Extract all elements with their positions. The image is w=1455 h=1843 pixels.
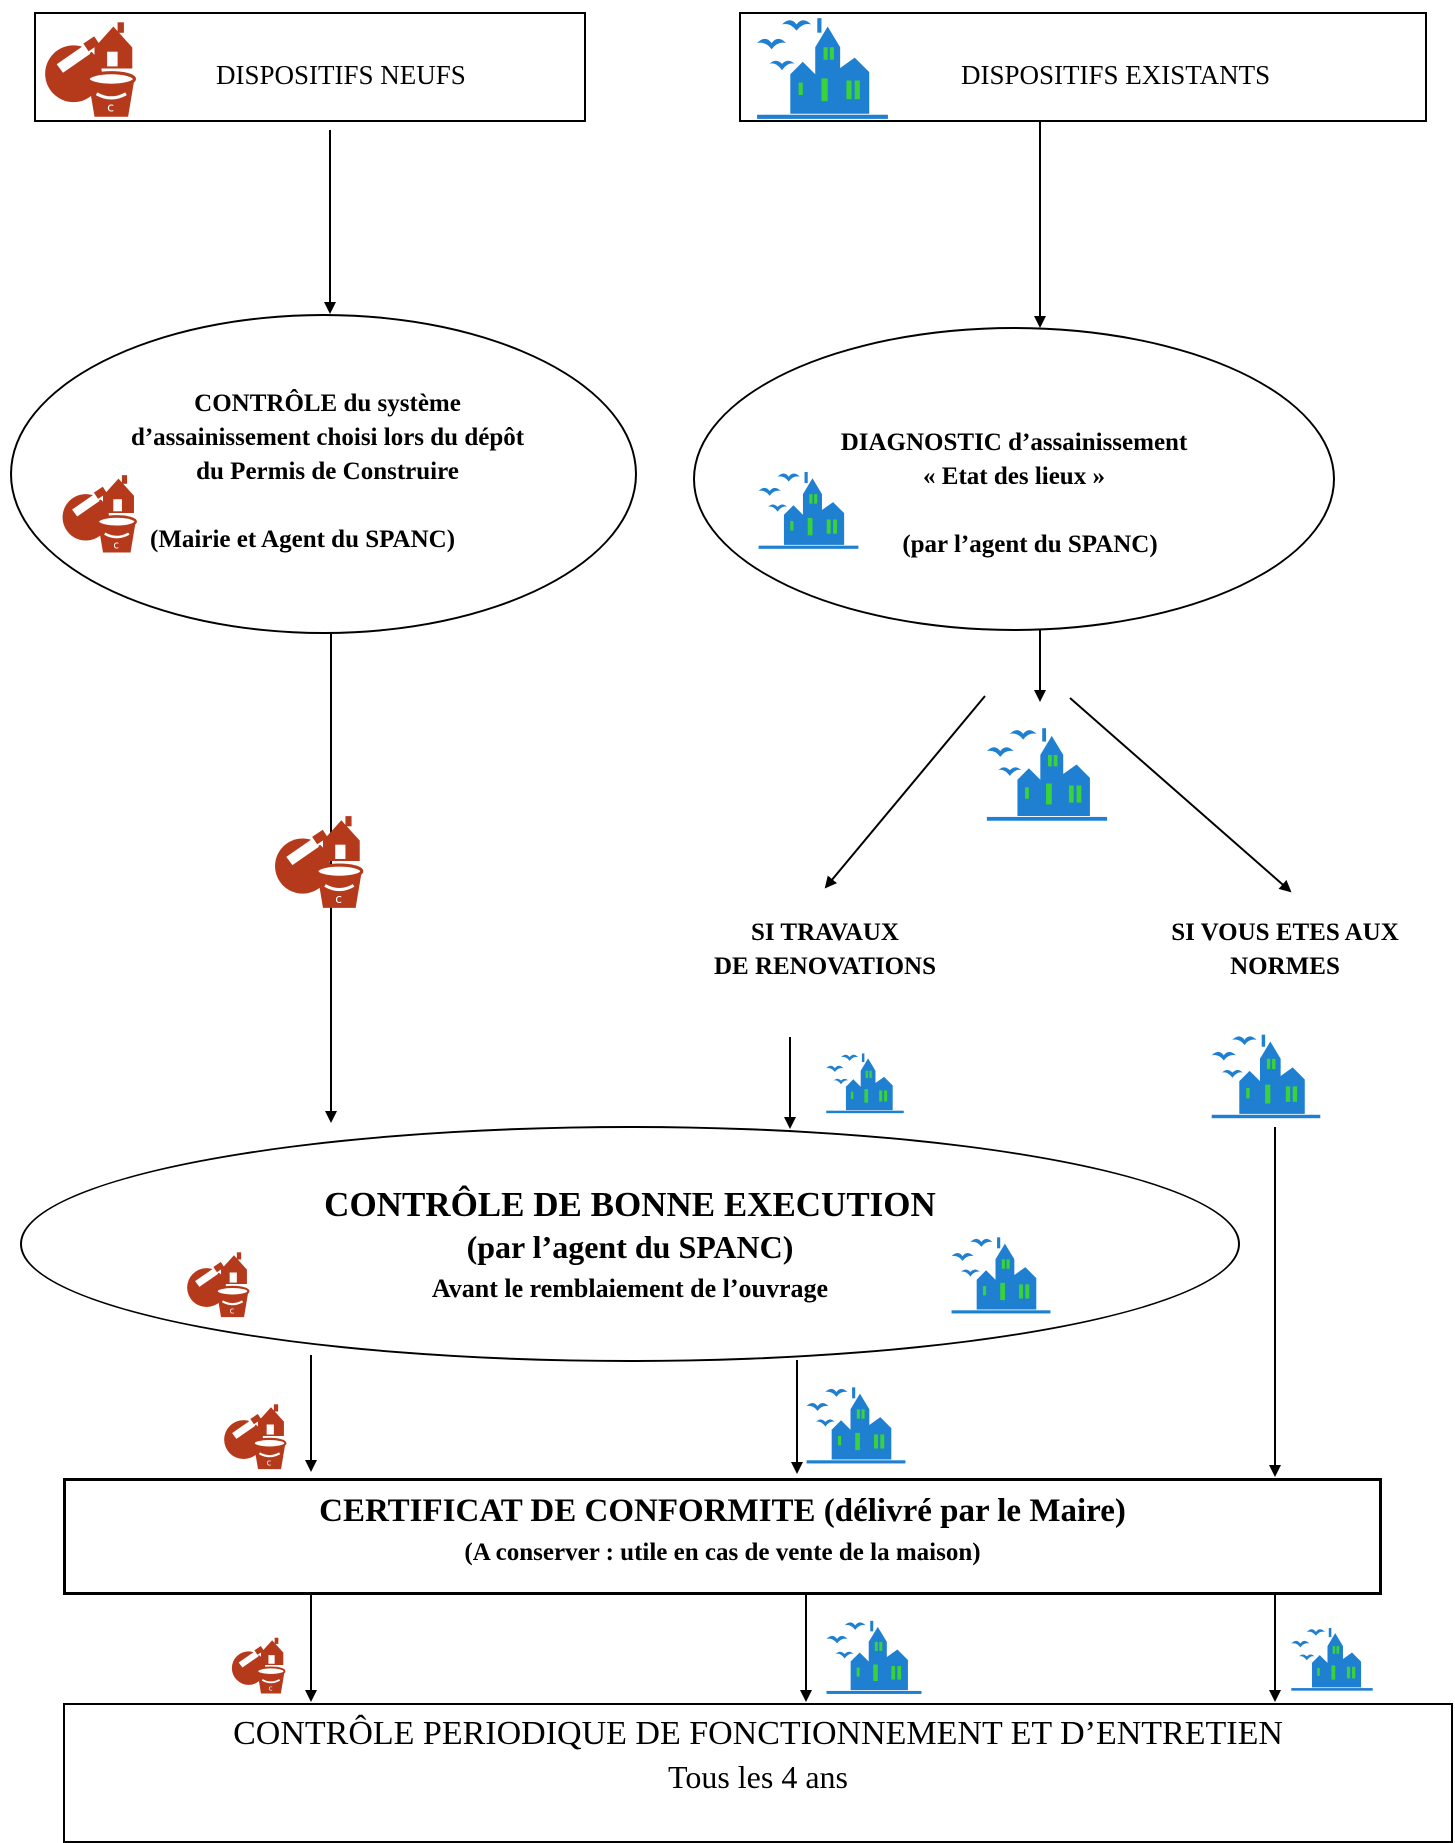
control-new-line1: CONTRÔLE du système: [194, 390, 461, 417]
paint-bucket-house-icon: [222, 1400, 294, 1472]
certificate-line1: CERTIFICAT DE CONFORMITE (délivré par le…: [319, 1493, 1126, 1529]
paint-bucket-house-icon: [230, 1634, 292, 1696]
execution-control-oval: [20, 1126, 1240, 1362]
haunted-house-bats-icon: [805, 1385, 907, 1465]
haunted-house-bats-icon: [985, 726, 1109, 822]
haunted-house-bats-icon: [825, 1618, 923, 1696]
paint-bucket-house-icon: [42, 16, 147, 121]
haunted-house-bats-icon: [825, 1052, 905, 1114]
arrow-to-compliant: [1069, 697, 1292, 893]
control-new-line3: du Permis de Construire: [196, 458, 459, 485]
periodic-line2: Tous les 4 ans: [668, 1759, 848, 1795]
execution-control-line2: (par l’agent du SPANC): [466, 1229, 794, 1265]
haunted-house-bats-icon: [757, 470, 860, 550]
certificate-box: CERTIFICAT DE CONFORMITE (délivré par le…: [63, 1478, 1382, 1595]
diagnostic-oval: [693, 327, 1335, 631]
periodic-line1: CONTRÔLE PERIODIQUE DE FONCTIONNEMENT ET…: [233, 1715, 1283, 1752]
certificate-line2: (A conserver : utile en cas de vente de …: [464, 1539, 981, 1566]
diagnostic-line2: « Etat des lieux »: [923, 463, 1105, 490]
periodic-control-box: CONTRÔLE PERIODIQUE DE FONCTIONNEMENT ET…: [63, 1703, 1453, 1843]
paint-bucket-house-icon: [185, 1248, 257, 1320]
execution-control-line1: CONTRÔLE DE BONNE EXECUTION: [324, 1185, 936, 1224]
control-new-line4: (Mairie et Agent du SPANC): [150, 526, 456, 553]
arrow-to-works: [824, 695, 986, 889]
works-line1: SI TRAVAUX: [751, 919, 899, 946]
execution-control-line3: Avant le remblaiement de l’ouvrage: [431, 1274, 829, 1303]
haunted-house-bats-icon: [950, 1235, 1052, 1315]
diagnostic-line1: DIAGNOSTIC d’assainissement: [840, 429, 1188, 456]
paint-bucket-house-icon: [60, 470, 146, 556]
compliant-line2: NORMES: [1230, 953, 1340, 980]
haunted-house-bats-icon: [755, 16, 890, 120]
compliant-line1: SI VOUS ETES AUX: [1171, 919, 1399, 946]
new-devices-label: DISPOSITIFS NEUFS: [216, 60, 466, 90]
existing-devices-label: DISPOSITIFS EXISTANTS: [961, 60, 1271, 90]
paint-bucket-house-icon: [272, 810, 374, 912]
control-new-oval: [10, 314, 637, 634]
haunted-house-bats-icon: [1210, 1030, 1322, 1122]
haunted-house-bats-icon: [1290, 1626, 1374, 1692]
control-new-line2: d’assainissement choisi lors du dépôt: [130, 424, 525, 451]
diagnostic-line3: (par l’agent du SPANC): [902, 531, 1158, 558]
works-line2: DE RENOVATIONS: [713, 953, 937, 980]
